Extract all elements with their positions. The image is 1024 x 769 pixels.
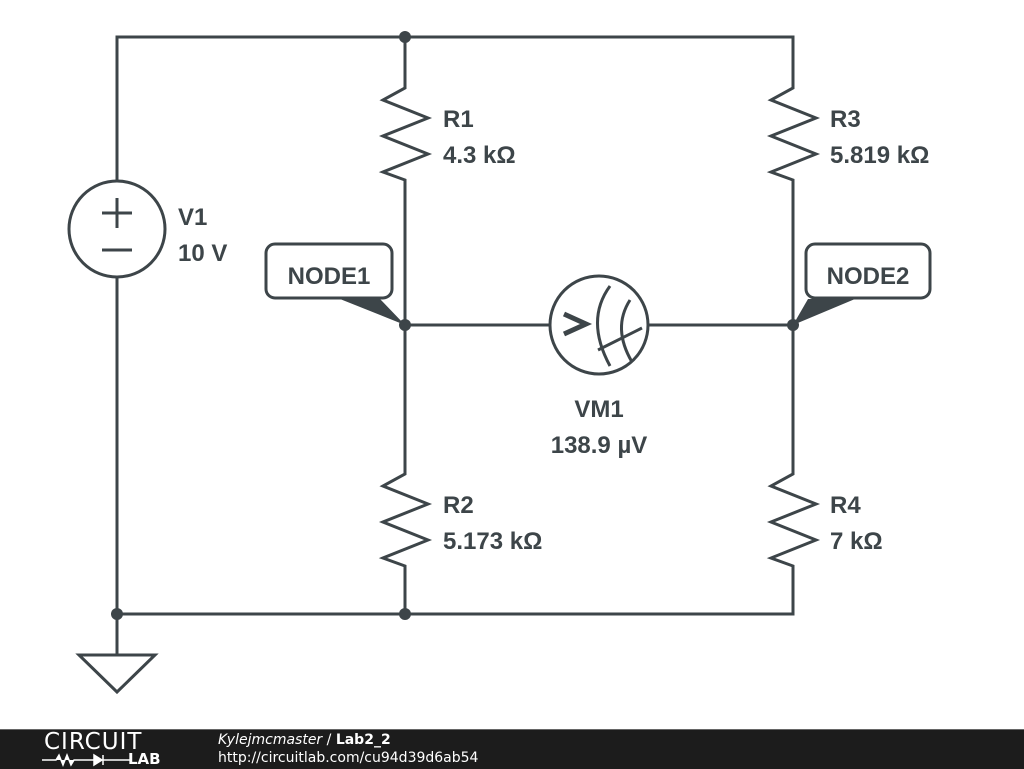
r3-name: R3 xyxy=(830,106,861,133)
resistor-r1[interactable]: R1 4.3 kΩ xyxy=(378,80,516,188)
voltmeter-arc-icon xyxy=(620,299,634,363)
plus-icon xyxy=(102,198,132,228)
circuit-title[interactable]: Lab2_2 xyxy=(335,732,391,748)
voltmeter-icon xyxy=(548,274,650,376)
node2-text: NODE2 xyxy=(827,263,910,290)
resistor-r2[interactable]: R2 5.173 kΩ xyxy=(378,466,542,574)
circuit-url[interactable]: http://circuitlab.com/cu94d39d6ab54 xyxy=(218,750,479,766)
resistor-r3[interactable]: R3 5.819 kΩ xyxy=(766,80,929,188)
r2-value: 5.173 kΩ xyxy=(443,528,542,555)
resistor-r4[interactable]: R4 7 kΩ xyxy=(766,466,883,574)
voltmeter-vm1[interactable]: VM1 138.9 µV xyxy=(548,274,650,459)
node2-label[interactable]: NODE2 xyxy=(793,242,932,325)
wire-bottom xyxy=(117,574,795,616)
r3-value: 5.819 kΩ xyxy=(830,142,929,169)
node-label-box xyxy=(804,242,932,300)
ground[interactable] xyxy=(75,653,159,695)
schematic: R1 4.3 kΩ R3 5.819 kΩ R2 5.173 kΩ R4 7 k… xyxy=(67,31,932,695)
resistor-zigzag-icon xyxy=(766,80,821,188)
voltage-source-v1[interactable]: V1 10 V xyxy=(67,179,227,279)
v1-value: 10 V xyxy=(178,240,227,267)
resistor-zigzag-icon xyxy=(378,80,433,188)
junction-dot xyxy=(399,608,411,620)
wire-top xyxy=(115,35,795,182)
logo-text-bottom: LAB xyxy=(128,750,161,768)
resistor-zigzag-icon xyxy=(378,466,433,574)
r1-name: R1 xyxy=(443,106,474,133)
vm1-name: VM1 xyxy=(574,396,623,423)
v1-name: V1 xyxy=(178,204,207,231)
node1-label[interactable]: NODE1 xyxy=(264,242,405,325)
circuitlab-logo[interactable]: CIRCUIT LAB xyxy=(40,730,180,769)
separator: / xyxy=(322,732,336,748)
r1-value: 4.3 kΩ xyxy=(443,142,516,169)
r4-value: 7 kΩ xyxy=(830,528,883,555)
node-pointer-icon xyxy=(793,299,855,325)
junction-dot xyxy=(399,31,411,43)
voltmeter-v-symbol-icon xyxy=(562,311,593,337)
voltmeter-needle-icon xyxy=(597,326,643,352)
r4-name: R4 xyxy=(830,492,861,519)
r2-name: R2 xyxy=(443,492,474,519)
ground-icon xyxy=(75,653,159,695)
footer-bar: CIRCUIT LAB Kylejmcmaster / Lab2_2 http:… xyxy=(0,729,1024,769)
node1-text: NODE1 xyxy=(288,263,371,290)
junction-dot xyxy=(111,608,123,620)
author-link[interactable]: Kylejmcmaster xyxy=(218,732,323,748)
node-pointer-icon xyxy=(340,299,405,325)
voltmeter-arc-icon xyxy=(596,285,612,367)
logo-text-top: CIRCUIT xyxy=(44,729,143,755)
node-label-box xyxy=(264,242,394,300)
vm1-value: 138.9 µV xyxy=(551,432,648,459)
resistor-zigzag-icon xyxy=(766,466,821,574)
circuit-meta: Kylejmcmaster / Lab2_2 http://circuitlab… xyxy=(218,731,478,767)
logo-circuit-icon xyxy=(42,753,130,767)
voltage-source-icon xyxy=(67,179,167,279)
